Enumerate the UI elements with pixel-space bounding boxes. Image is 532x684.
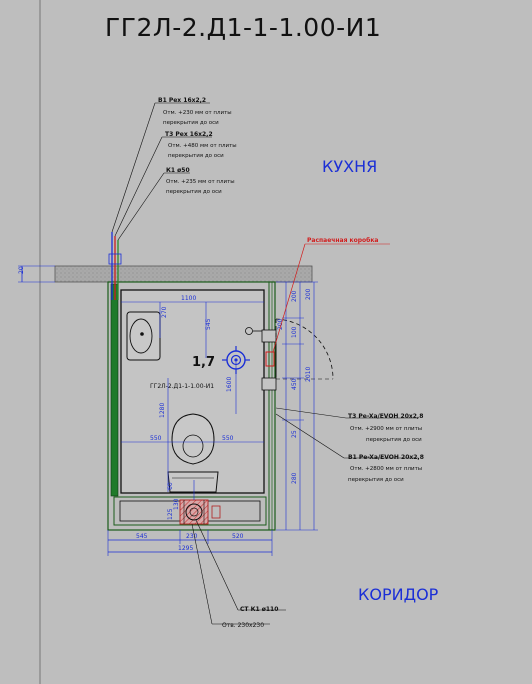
svg-text:перекрытия до оси: перекрытия до оси (168, 153, 224, 159)
top-callout-leaders (111, 102, 212, 241)
svg-text:450: 450 (291, 378, 298, 390)
svg-text:2010: 2010 (305, 367, 312, 382)
svg-text:200: 200 (305, 288, 312, 300)
svg-text:Отм. +2900 мм от плиты: Отм. +2900 мм от плиты (350, 426, 422, 432)
svg-text:20: 20 (18, 266, 25, 274)
riser-shaft (179, 499, 209, 525)
door (261, 318, 334, 391)
svg-text:550: 550 (150, 435, 162, 442)
svg-text:200: 200 (291, 290, 298, 302)
callout-right-1: Т3 Pe-Xa/EVOH 20x2,8 Отм. +2900 мм от пл… (348, 413, 423, 443)
bottom-dimension-chain: 545 230 520 1295 (107, 530, 273, 556)
svg-text:Т3 Pe-Xa/EVOH 20x2,8: Т3 Pe-Xa/EVOH 20x2,8 (348, 413, 423, 420)
svg-text:130: 130 (173, 498, 180, 510)
toilet (167, 413, 219, 493)
svg-text:Отм. +480 мм от плиты: Отм. +480 мм от плиты (168, 143, 237, 149)
bathroom-left-wall (110, 283, 119, 497)
pipe-risers (108, 232, 122, 300)
dimension-left-20: 20 (18, 265, 55, 283)
callout-bottom: СТ К1 ø110 Отв. 230x230 (222, 606, 278, 629)
callout-junction-box: Распаечная коробка (265, 237, 390, 367)
svg-text:545: 545 (205, 318, 212, 330)
room-number: 1,7 (192, 355, 215, 370)
washbasin (126, 311, 161, 361)
svg-text:1100: 1100 (181, 295, 196, 302)
svg-text:545: 545 (136, 533, 148, 540)
svg-text:550: 550 (222, 435, 234, 442)
svg-text:1280: 1280 (159, 403, 166, 418)
svg-text:Отм. +230 мм от плиты: Отм. +230 мм от плиты (163, 110, 232, 116)
callout-top-1: В1 Pex 16x2,2 Отм. +230 мм от плиты пере… (158, 97, 232, 126)
svg-text:100: 100 (291, 326, 298, 338)
svg-text:270: 270 (161, 306, 168, 318)
svg-text:1600: 1600 (226, 377, 233, 392)
svg-text:230: 230 (186, 533, 198, 540)
svg-text:Отм. +235 мм от плиты: Отм. +235 мм от плиты (166, 179, 235, 185)
svg-text:520: 520 (232, 533, 244, 540)
callout-top-2: Т3 Pex 16x2,2 Отм. +480 мм от плиты пере… (165, 131, 237, 159)
svg-text:25: 25 (291, 430, 298, 438)
svg-text:Отв. 230x230: Отв. 230x230 (222, 622, 264, 629)
svg-text:Т3 Pex 16x2,2: Т3 Pex 16x2,2 (165, 131, 213, 138)
svg-text:60: 60 (167, 482, 174, 490)
svg-text:перекрытия до оси: перекрытия до оси (348, 477, 404, 483)
room-label-corridor: КОРИДОР (358, 585, 439, 604)
svg-text:К1 ø50: К1 ø50 (166, 167, 190, 174)
svg-text:200: 200 (277, 318, 284, 330)
svg-text:125: 125 (167, 508, 174, 520)
floor-slab-band (54, 265, 313, 283)
svg-text:Распаечная коробка: Распаечная коробка (307, 237, 378, 244)
right-dimension-chain: 200 100 200 450 2010 280 200 25 (276, 281, 318, 531)
svg-text:1295: 1295 (178, 545, 193, 552)
wall-outlet-symbol (245, 327, 262, 335)
callout-right-2: В1 Pe-Xa/EVOH 20x2,8 Отм. +2800 мм от пл… (348, 454, 424, 483)
svg-text:перекрытия до оси: перекрытия до оси (166, 189, 222, 195)
room-label-kitchen: КУХНЯ (322, 157, 377, 176)
svg-text:280: 280 (291, 472, 298, 484)
bottom-callout-leaders (191, 519, 286, 625)
callout-top-3: К1 ø50 Отм. +235 мм от плиты перекрытия … (166, 167, 235, 195)
sheet-title: ГГ2Л-2.Д1-1-1.00-И1 (105, 13, 381, 42)
svg-text:перекрытия до оси: перекрытия до оси (366, 437, 422, 443)
svg-text:СТ К1 ø110: СТ К1 ø110 (240, 606, 278, 613)
plan-code-label: ГГ2Л-2.Д1-1-1.00-И1 (150, 383, 214, 390)
svg-text:перекрытия до оси: перекрытия до оси (163, 120, 219, 126)
interior-dimensions: 1100 270 545 1600 1280 550 550 60 130 12… (121, 295, 264, 520)
svg-text:Отм. +2800 мм от плиты: Отм. +2800 мм от плиты (350, 466, 422, 472)
right-callout-leaders (275, 407, 418, 459)
svg-text:В1 Pe-Xa/EVOH 20x2,8: В1 Pe-Xa/EVOH 20x2,8 (348, 454, 424, 461)
svg-text:В1 Pex 16x2,2: В1 Pex 16x2,2 (158, 97, 206, 104)
